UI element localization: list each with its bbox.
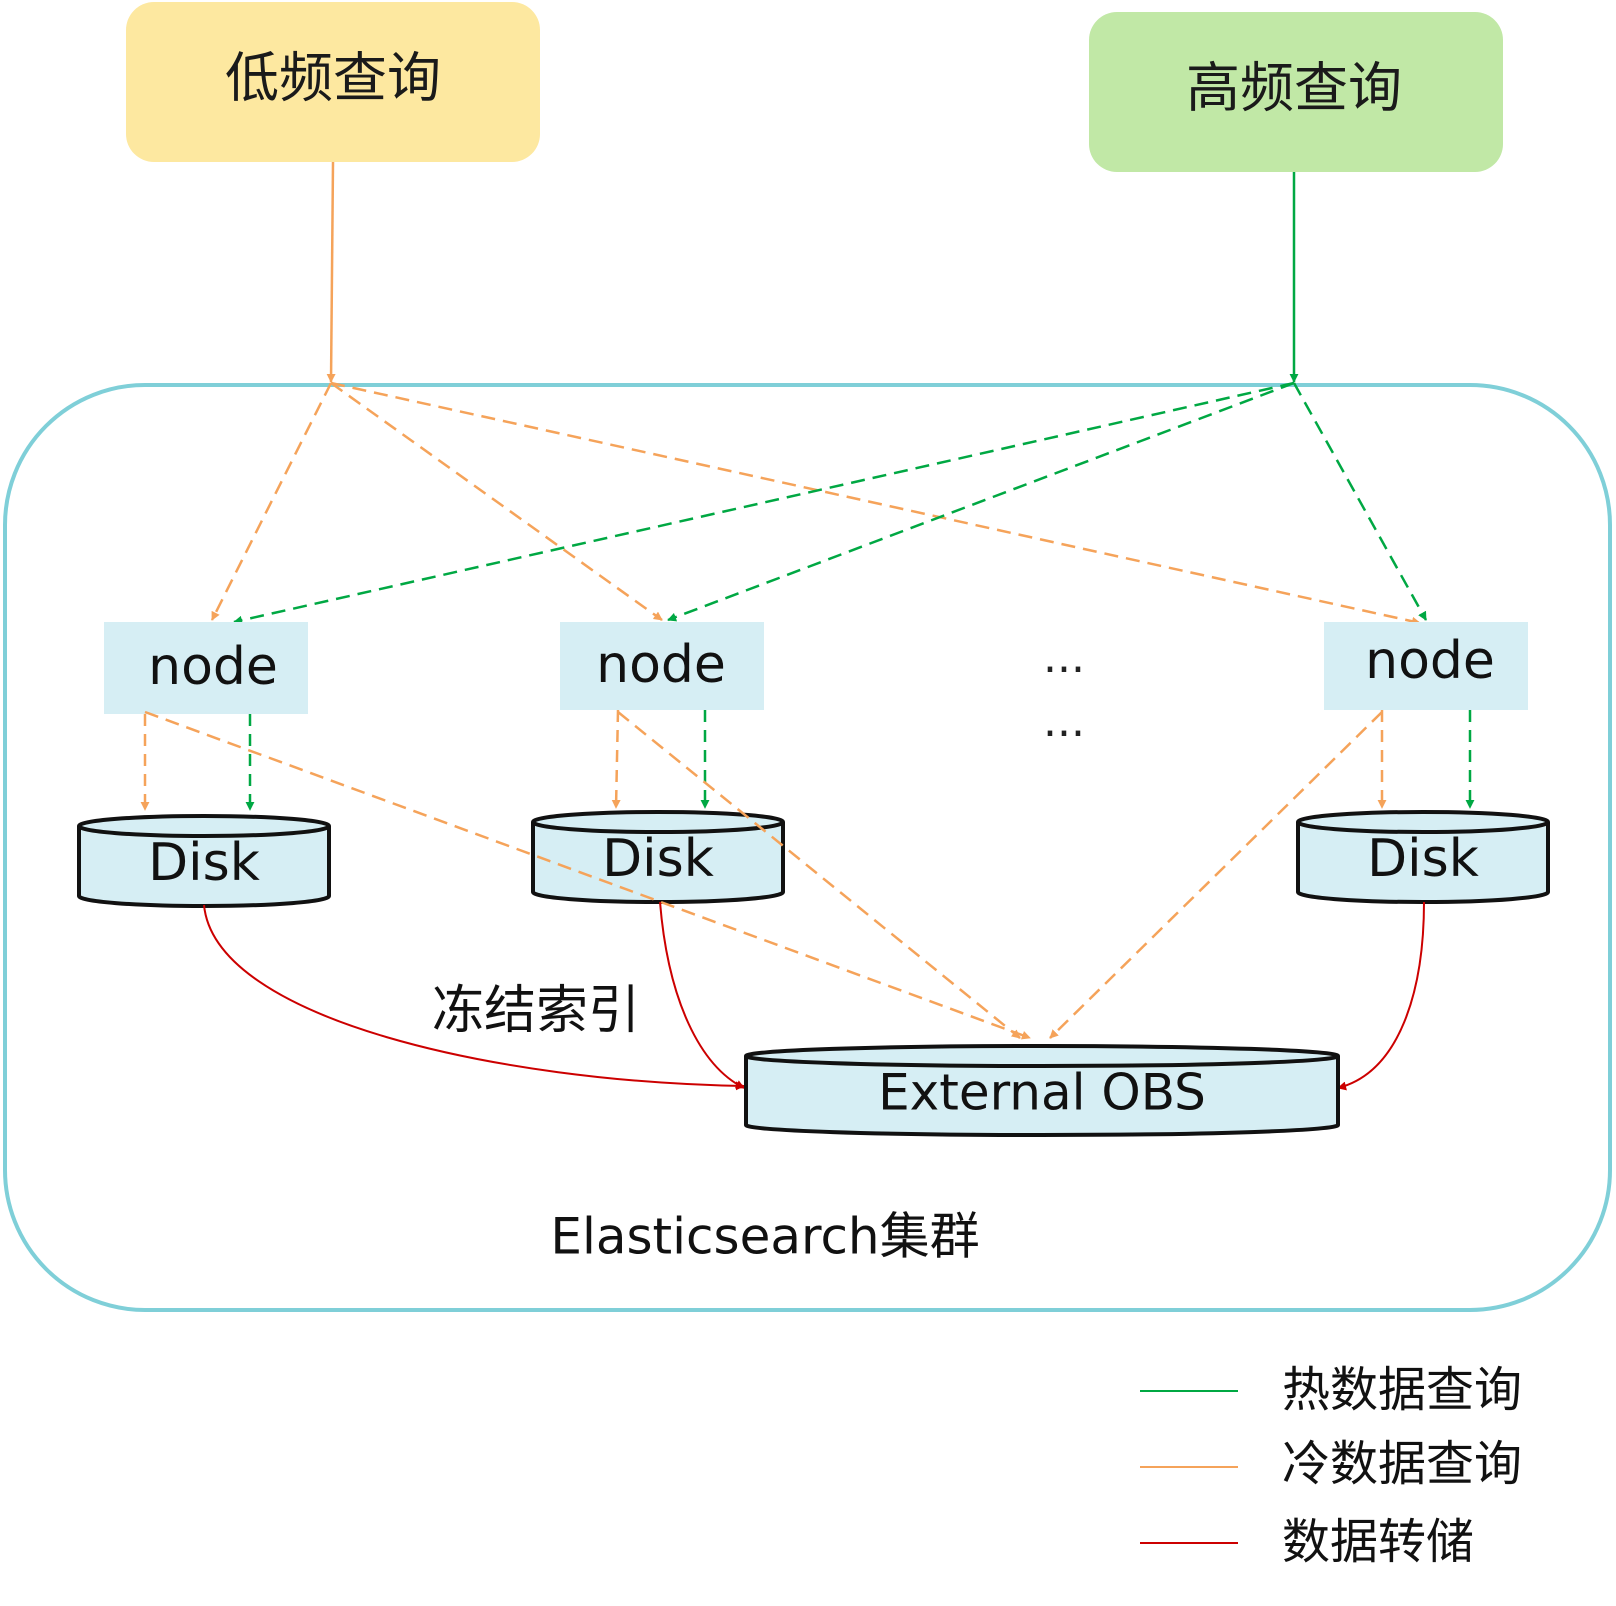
- external-obs-label: External OBS: [878, 1064, 1206, 1122]
- disk-2-top: [531, 810, 785, 834]
- legend-cold-label: 冷数据查询: [1282, 1436, 1522, 1492]
- ellipsis-lower: ...: [1043, 696, 1085, 747]
- disk-label-1: Disk: [148, 833, 260, 893]
- hot-to-node-1: [233, 381, 1295, 625]
- low-query-entry-arrow: [326, 161, 336, 383]
- node-to-disk-arrows: [140, 709, 1475, 811]
- low-frequency-query-label: 低频查询: [225, 47, 441, 110]
- hot-query-fanout: [233, 381, 1428, 625]
- disk-3: [1296, 810, 1550, 904]
- high-frequency-query-box: [1089, 12, 1503, 172]
- legend: 热数据查询 冷数据查询 数据转储: [1140, 1362, 1522, 1570]
- node-box-3: [1324, 622, 1528, 710]
- freeze-index-label: 冻结索引: [432, 981, 640, 1041]
- cold-to-obs-arrows: [144, 710, 1383, 1040]
- disk-3-top: [1296, 810, 1550, 834]
- node-label-3: node: [1365, 631, 1495, 691]
- node-label-2: node: [596, 635, 726, 695]
- ellipsis-upper: ...: [1043, 632, 1085, 683]
- disk3-dump-to-obs: [1337, 901, 1425, 1091]
- node-box-1: [104, 622, 308, 714]
- high-frequency-query-label: 高频查询: [1186, 57, 1402, 120]
- cold-to-node-2: [330, 381, 663, 622]
- cold-to-node-1: [210, 382, 333, 621]
- cold-query-fanout: [210, 381, 1421, 626]
- disk-label-2: Disk: [602, 829, 714, 889]
- node-label-1: node: [148, 637, 278, 697]
- elasticsearch-cluster-boundary: [3, 383, 1612, 1312]
- disk-label-3: Disk: [1367, 829, 1479, 889]
- external-obs-storage: [744, 1044, 1340, 1137]
- node-box-2: [560, 622, 764, 710]
- legend-dump-label: 数据转储: [1282, 1514, 1474, 1570]
- hot-to-node-3: [1292, 382, 1428, 621]
- node2-cold-to-obs: [617, 711, 1021, 1039]
- external-obs-body: [744, 1056, 1340, 1137]
- node3-cold-to-obs: [1049, 711, 1383, 1039]
- cold-to-node-3: [330, 381, 1421, 626]
- external-obs-top: [744, 1044, 1340, 1068]
- dump-arrows: [203, 901, 1425, 1091]
- low-frequency-query-box: [126, 2, 540, 162]
- disk-1-top: [77, 814, 331, 838]
- legend-hot-label: 热数据查询: [1282, 1362, 1522, 1418]
- node1-cold-to-obs: [144, 710, 1031, 1040]
- node2-cold-to-disk2: [611, 709, 621, 809]
- disk1-dump-to-obs: [203, 904, 745, 1091]
- disk-2: [531, 810, 785, 904]
- disk-3-body: [1296, 822, 1550, 904]
- hot-to-node-2: [667, 381, 1295, 622]
- disk2-dump-to-obs: [659, 901, 745, 1089]
- cluster-label: Elasticsearch集群: [550, 1208, 979, 1266]
- disk-2-body: [531, 822, 785, 904]
